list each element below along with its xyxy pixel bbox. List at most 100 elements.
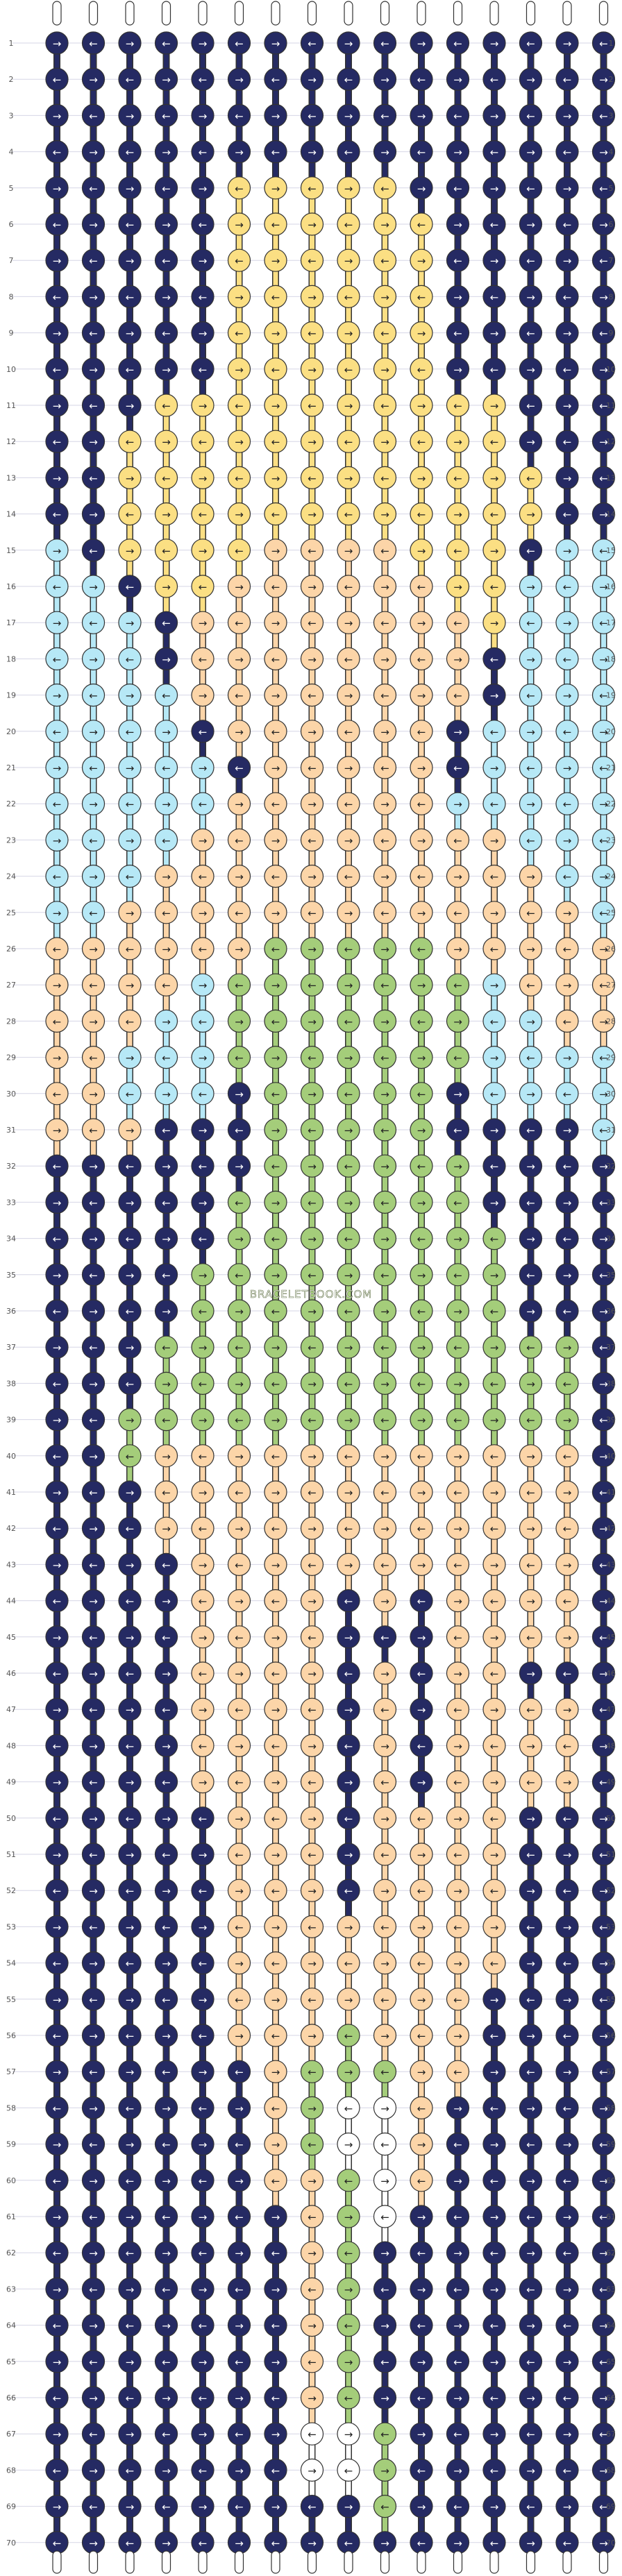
knot-arrow: ←	[126, 2464, 135, 2477]
knot	[373, 2024, 397, 2047]
knot	[264, 430, 287, 453]
knot-arrow: ←	[235, 2283, 244, 2296]
knot	[410, 539, 433, 562]
knot	[227, 647, 251, 671]
knot	[191, 1190, 215, 1214]
knot-arrow: →	[599, 2175, 608, 2187]
knot-arrow: ←	[563, 146, 572, 159]
knot	[337, 1988, 360, 2011]
knot-arrow: ←	[599, 617, 608, 629]
row-number-left: 13	[6, 473, 16, 482]
knot	[118, 1263, 142, 1287]
knot-arrow: →	[380, 436, 389, 448]
knot	[227, 575, 251, 598]
knot	[45, 1770, 69, 1794]
knot-arrow: →	[344, 907, 353, 920]
knot-arrow: →	[162, 436, 171, 448]
knot-arrow: →	[271, 545, 280, 557]
knot	[118, 2277, 142, 2300]
knot-arrow: →	[563, 1196, 572, 1209]
knot	[373, 1697, 397, 1721]
knot-arrow: →	[162, 2030, 171, 2042]
knot-arrow: ←	[235, 1124, 244, 1137]
knot-arrow: →	[199, 472, 208, 484]
knot	[446, 2277, 470, 2300]
knot	[264, 1625, 287, 1649]
knot-arrow: →	[453, 1958, 462, 1970]
knot-arrow: →	[563, 690, 572, 702]
knot-arrow: →	[490, 1994, 499, 2006]
knot-arrow: →	[526, 2392, 535, 2405]
knot-arrow: →	[380, 2175, 389, 2187]
knot-arrow: →	[89, 1523, 98, 1535]
knot	[81, 1625, 106, 1649]
knot-arrow: ←	[417, 436, 426, 448]
knot	[154, 2096, 178, 2119]
knot-arrow: ←	[526, 1777, 535, 1789]
knot	[410, 1552, 433, 1576]
knot	[45, 1806, 69, 1830]
row-number-right: 66	[606, 2393, 616, 2403]
knot	[410, 1407, 433, 1432]
knot	[264, 2241, 287, 2264]
knot	[45, 1516, 69, 1540]
knot	[555, 2205, 579, 2228]
knot-arrow: ←	[380, 1269, 389, 1282]
knot	[45, 828, 69, 852]
knot-arrow: →	[417, 979, 426, 992]
knot	[591, 1879, 616, 1902]
knot-arrow: ←	[235, 37, 244, 50]
row-number-right: 62	[606, 2248, 616, 2257]
knot-arrow: ←	[417, 726, 426, 738]
knot-arrow: ←	[453, 1559, 462, 1571]
knot-arrow: ←	[53, 1885, 62, 1897]
knot-arrow: →	[126, 110, 135, 122]
knot-arrow: ←	[344, 1595, 353, 1608]
string-end-top	[417, 1, 426, 26]
knot	[410, 393, 433, 417]
knot-arrow: →	[53, 400, 62, 412]
knot	[154, 321, 178, 345]
knot-arrow: ←	[162, 2501, 171, 2514]
knot-arrow: →	[453, 1233, 462, 1246]
knot	[118, 1988, 142, 2011]
knot	[191, 103, 215, 127]
knot	[264, 1734, 287, 1757]
knot-arrow: →	[417, 1849, 426, 1861]
knot-arrow: ←	[563, 2320, 572, 2332]
knot	[264, 1335, 287, 1359]
knot-arrow: →	[380, 1450, 389, 1463]
knot	[191, 1879, 215, 1902]
knot-arrow: ←	[453, 1921, 462, 1933]
knot-arrow: →	[53, 255, 62, 267]
knot-arrow: ←	[526, 1849, 535, 1861]
knot	[591, 1118, 616, 1142]
knot-arrow: ←	[563, 1015, 572, 1028]
knot-arrow: →	[53, 1414, 62, 1427]
knot	[191, 2422, 215, 2446]
knot	[154, 1951, 178, 1975]
knot-arrow: →	[271, 2066, 280, 2078]
knot-arrow: →	[162, 2320, 171, 2332]
knot-arrow: →	[53, 1341, 62, 1354]
knot-arrow: →	[235, 291, 244, 303]
knot-arrow: →	[271, 110, 280, 122]
knot	[264, 1915, 287, 1938]
knot	[410, 2205, 433, 2228]
knot	[555, 1842, 579, 1866]
knot-arrow: →	[235, 653, 244, 666]
knot-arrow: →	[199, 2428, 208, 2441]
knot-arrow: →	[271, 1849, 280, 1861]
knot-arrow: →	[89, 1378, 98, 1390]
knot	[118, 1915, 142, 1938]
knot-arrow: ←	[271, 1088, 280, 1101]
knot	[300, 1226, 324, 1251]
knot-arrow: →	[89, 1450, 98, 1463]
knot	[519, 2495, 543, 2518]
knot	[410, 720, 433, 743]
knot-arrow: ←	[53, 581, 62, 593]
knot-arrow: →	[599, 1885, 608, 1897]
knot-arrow: →	[271, 1632, 280, 1644]
knot	[227, 1589, 251, 1613]
knot	[337, 1371, 360, 1396]
